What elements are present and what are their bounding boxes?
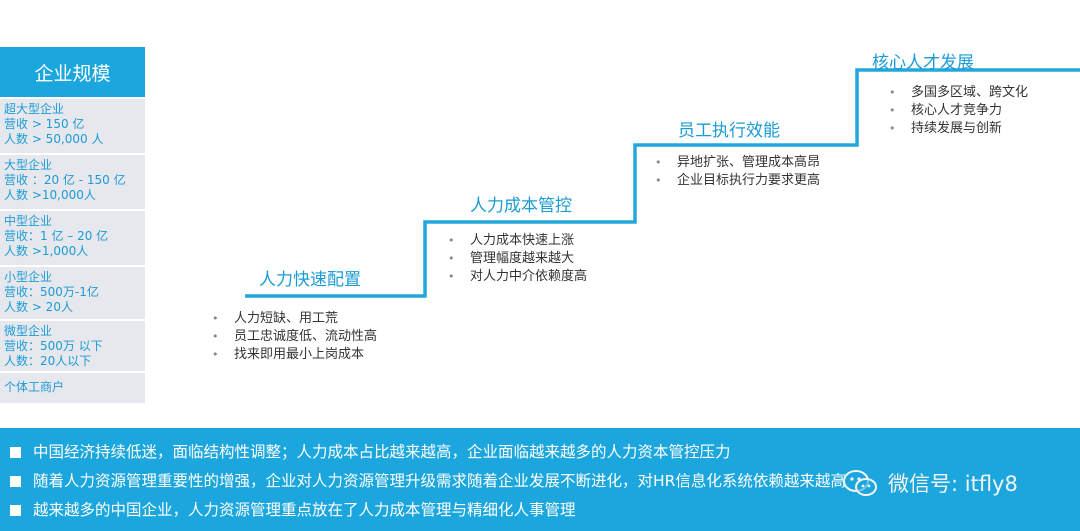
stage-bullets-staffing: 人力短缺、用工荒 员工忠诚度低、流动性高 找来即用最小上岗成本 [208, 310, 377, 364]
scale-item-revenue: 营收 ：20 亿 - 150 亿 [4, 173, 126, 187]
scale-item-revenue: 营收：500万 以下 [4, 339, 103, 353]
banner-line: 随着人力资源管理重要性的增强，企业对人力资源管理升级需求随着企业发展不断进化，对… [0, 467, 1080, 496]
stage-bullets-efficiency: 异地扩张、管理成本高昂 企业目标执行力要求更高 [651, 154, 820, 190]
scale-item-revenue: 营收：500万-1亿 [4, 285, 99, 299]
scale-item-small: 小型企业 营收：500万-1亿 人数 > 20人 [0, 265, 145, 319]
bullet-item: 人力成本快速上涨 [444, 232, 587, 250]
scale-item-staff: 人数 > 20人 [4, 300, 73, 314]
scale-item-revenue: 营收：1 亿 – 20 亿 [4, 229, 109, 243]
bullet-item: 人力短缺、用工荒 [208, 310, 377, 328]
scale-item-staff: 人数 >1,000人 [4, 244, 89, 258]
stage-title-staffing: 人力快速配置 [259, 270, 361, 290]
bullet-item: 核心人才竞争力 [885, 102, 1028, 120]
scale-item-medium: 中型企业 营收：1 亿 – 20 亿 人数 >1,000人 [0, 209, 145, 265]
square-bullet-icon [10, 505, 21, 516]
stage-title-talent: 核心人才发展 [872, 53, 974, 73]
stage-bullets-talent: 多国多区域、跨文化 核心人才竞争力 持续发展与创新 [885, 84, 1028, 138]
banner-text: 随着人力资源管理重要性的增强，企业对人力资源管理升级需求随着企业发展不断进化，对… [33, 472, 846, 490]
wechat-icon [843, 470, 877, 496]
bullet-item: 企业目标执行力要求更高 [651, 172, 820, 190]
bullet-item: 多国多区域、跨文化 [885, 84, 1028, 102]
bullet-item: 找来即用最小上岗成本 [208, 346, 377, 364]
square-bullet-icon [10, 476, 21, 487]
staircase-path [245, 68, 1080, 298]
banner-line: 中国经济持续低迷，面临结构性调整；人力成本占比越来越高，企业面临越来越多的人力资… [0, 438, 1080, 467]
watermark-text: 微信号: itfly8 [888, 472, 1018, 496]
scale-item-micro: 微型企业 营收：500万 以下 人数：20人以下 [0, 319, 145, 371]
scale-item-large: 大型企业 营收 ：20 亿 - 150 亿 人数 >10,000人 [0, 153, 145, 209]
scale-item-label: 个体工商户 [4, 380, 65, 394]
scale-item-label: 中型企业 [4, 214, 53, 228]
wechat-watermark: 微信号: itfly8 [842, 468, 1018, 498]
stage-title-efficiency: 员工执行效能 [678, 121, 780, 141]
staircase-line [245, 68, 1080, 298]
scale-item-label: 微型企业 [4, 324, 53, 338]
summary-banner: 中国经济持续低迷，面临结构性调整；人力成本占比越来越高，企业面临越来越多的人力资… [0, 428, 1080, 531]
bullet-item: 对人力中介依赖度高 [444, 268, 587, 286]
scale-item-staff: 人数 > 50,000 人 [4, 132, 104, 146]
scale-item-individual: 个体工商户 [0, 371, 145, 403]
square-bullet-icon [10, 447, 21, 458]
sidebar-title: 企业规模 [0, 47, 145, 97]
stage-bullets-cost-control: 人力成本快速上涨 管理幅度越来越大 对人力中介依赖度高 [444, 232, 587, 286]
company-scale-sidebar: 企业规模 超大型企业 营收 > 150 亿 人数 > 50,000 人 大型企业… [0, 47, 145, 403]
bullet-item: 异地扩张、管理成本高昂 [651, 154, 820, 172]
bullet-item: 持续发展与创新 [885, 120, 1028, 138]
banner-line: 越来越多的中国企业，人力资源管理重点放在了人力成本管理与精细化人事管理 [0, 496, 1080, 525]
scale-item-staff: 人数 >10,000人 [4, 188, 96, 202]
scale-item-revenue: 营收 > 150 亿 [4, 117, 85, 131]
stage-title-cost-control: 人力成本管控 [470, 196, 572, 216]
scale-item-label: 超大型企业 [4, 102, 65, 116]
scale-item-label: 大型企业 [4, 158, 53, 172]
bullet-item: 员工忠诚度低、流动性高 [208, 328, 377, 346]
banner-text: 越来越多的中国企业，人力资源管理重点放在了人力成本管理与精细化人事管理 [33, 501, 576, 519]
scale-item-label: 小型企业 [4, 270, 53, 284]
scale-item-staff: 人数：20人以下 [4, 354, 92, 368]
scale-item-super-large: 超大型企业 营收 > 150 亿 人数 > 50,000 人 [0, 97, 145, 153]
banner-text: 中国经济持续低迷，面临结构性调整；人力成本占比越来越高，企业面临越来越多的人力资… [33, 443, 731, 461]
bullet-item: 管理幅度越来越大 [444, 250, 587, 268]
